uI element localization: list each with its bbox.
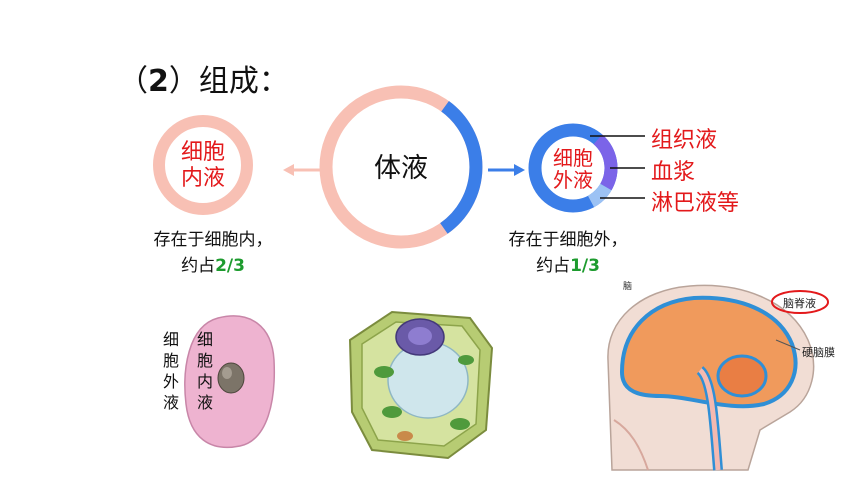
arrow-left-head — [283, 164, 294, 176]
component-plasma: 血浆 — [651, 160, 696, 185]
extracellular-label-line2: 外液 — [553, 168, 593, 192]
heading-prefix: （ — [118, 64, 148, 99]
extracellular-label-line1: 细胞 — [553, 146, 593, 170]
brain-label: 脑 — [623, 282, 633, 292]
component-tissue-fluid: 组织液 — [651, 128, 718, 153]
heading-number: 2 — [148, 64, 169, 99]
plasma-segment — [593, 134, 618, 191]
intracellular-note-line2: 约占2/3 — [181, 256, 245, 276]
body-fluid-ring-blue-arc — [440, 101, 483, 234]
intracellular-ring — [153, 115, 253, 215]
animal-cell-illustration — [184, 315, 276, 448]
intracellular-label-line2: 内液 — [180, 166, 225, 191]
lymph-segment — [587, 183, 612, 208]
body-fluid-label: 体液 — [374, 153, 428, 184]
extracellular-note-line1: 存在于细胞外， — [508, 230, 628, 250]
intracellular-label-line1: 细胞 — [180, 140, 225, 165]
intracellular-fraction: 2/3 — [215, 256, 245, 276]
extracellular-fraction: 1/3 — [570, 256, 600, 276]
brain-illustration — [607, 284, 829, 471]
extracellular-label: 细胞 外液 — [543, 147, 603, 191]
heading-suffix: ）组成： — [168, 64, 289, 99]
arrow-right-head — [514, 164, 525, 176]
intracellular-note: 存在于细胞内， 约占2/3 — [123, 227, 303, 279]
extracellular-note: 存在于细胞外， 约占1/3 — [478, 227, 658, 279]
plant-cell-illustration — [348, 310, 494, 460]
dura-label: 硬脑膜 — [802, 346, 835, 359]
cell-outer-fluid-label: 细胞外液 — [162, 330, 179, 412]
component-lymph: 淋巴液等 — [651, 191, 740, 216]
extracellular-note-line2: 约占1/3 — [536, 256, 600, 276]
cell-inner-fluid-label: 细胞内液 — [196, 330, 213, 412]
section-heading: （2）组成： — [118, 56, 289, 100]
intracellular-label: 细胞 内液 — [163, 140, 243, 192]
csf-label: 脑脊液 — [783, 297, 816, 310]
intracellular-note-line1: 存在于细胞内， — [153, 230, 273, 250]
